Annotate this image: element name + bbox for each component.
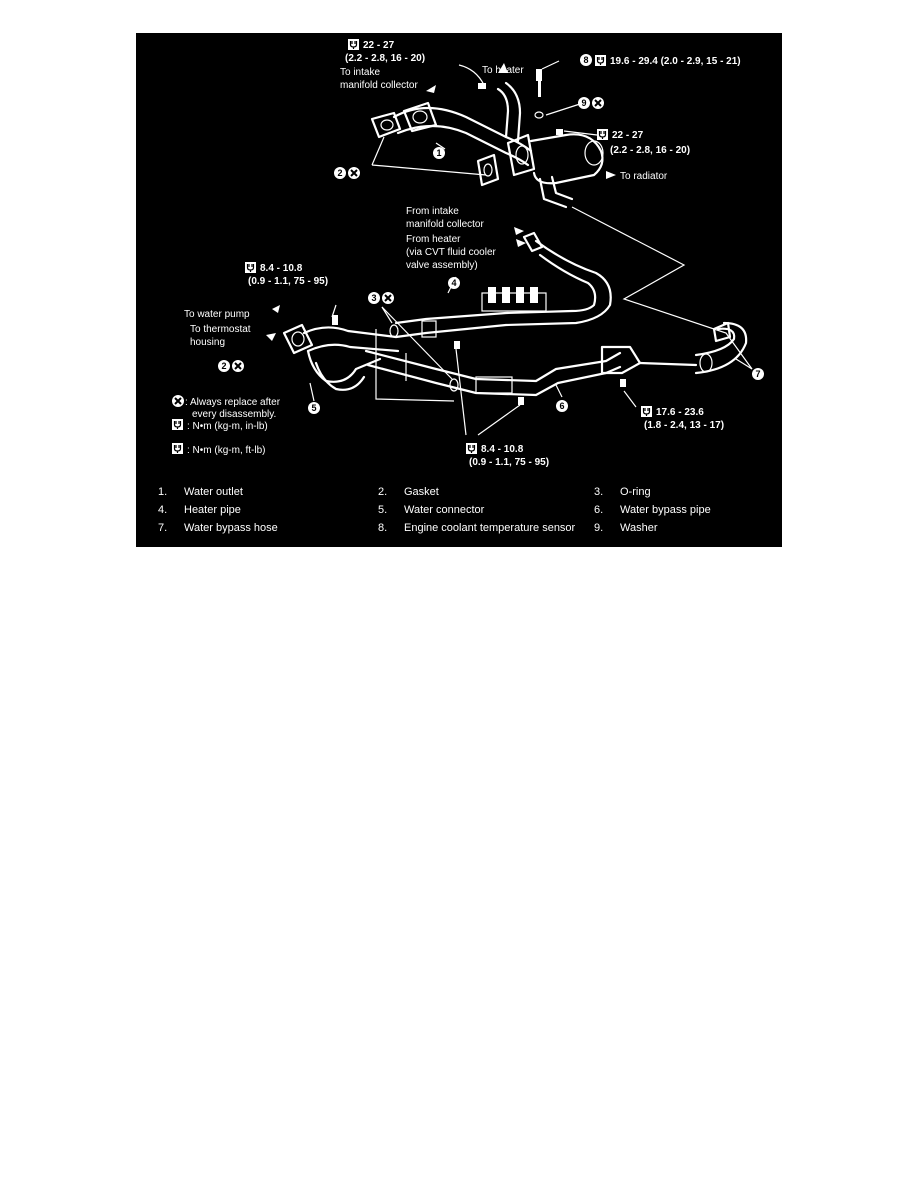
svg-text:7: 7: [755, 369, 760, 379]
torque-1-value: 22 - 27: [363, 40, 395, 51]
svg-text:4: 4: [451, 278, 456, 288]
key-nm-ft: : N•m (kg-m, ft-lb): [187, 445, 266, 456]
torque-5-detail: (0.9 - 1.1, 75 - 95): [469, 457, 549, 468]
legend-text: Engine coolant temperature sensor: [404, 522, 576, 534]
legend-text: Water outlet: [184, 486, 243, 498]
legend-num: 4.: [158, 504, 168, 516]
legend-num: 1.: [158, 486, 168, 498]
legend-num: 9.: [594, 522, 604, 534]
legend-text: Water bypass pipe: [620, 504, 711, 516]
callout-1: 1: [433, 147, 445, 159]
legend-text: Water connector: [404, 504, 485, 516]
callout-6: 6: [556, 400, 568, 412]
heater-pipe: [394, 231, 612, 339]
key-replace: : Always replace after: [185, 397, 281, 408]
torque-2-value: 19.6 - 29.4 (2.0 - 2.9, 15 - 21): [610, 56, 741, 67]
svg-text:5: 5: [311, 403, 316, 413]
svg-text:3: 3: [371, 293, 376, 303]
legend-num: 6.: [594, 504, 604, 516]
callout-2: 2: [334, 167, 346, 179]
legend-num: 5.: [378, 504, 388, 516]
legend-text: Heater pipe: [184, 504, 241, 516]
legend-row: 7. Water bypass hose 8. Engine coolant t…: [158, 519, 768, 537]
callout-7: 7: [752, 368, 764, 380]
callout-9: 9: [578, 97, 590, 109]
water-connector: [282, 315, 400, 391]
callout-5: 5: [308, 402, 320, 414]
torque-ft-icon: [640, 405, 653, 418]
cooling-pipes-diagram: 22 - 27 (2.2 - 2.8, 16 - 20) 19.6 - 29.4…: [136, 33, 782, 547]
torque-ft-icon: [347, 38, 360, 51]
legend-num: 2.: [378, 486, 388, 498]
label-to-intake-2: manifold collector: [340, 80, 418, 91]
torque-3-value: 22 - 27: [612, 130, 644, 141]
legend-text: Washer: [620, 522, 658, 534]
torque-6-detail: (1.8 - 2.4, 13 - 17): [644, 420, 724, 431]
diagram-drawing: 22 - 27 (2.2 - 2.8, 16 - 20) 19.6 - 29.4…: [171, 38, 764, 468]
water-outlet: [370, 69, 604, 209]
callout-4: 4: [448, 277, 460, 289]
svg-text:1: 1: [436, 148, 441, 158]
torque-in-key-icon: [171, 418, 184, 431]
label-to-heater: To heater: [482, 65, 524, 76]
label-to-intake-1: To intake: [340, 67, 380, 78]
callout-3: 3: [368, 292, 380, 304]
leader-lines-upper: [371, 60, 753, 370]
label-from-heater-2: (via CVT fluid cooler: [406, 247, 497, 258]
legend-text: O-ring: [620, 486, 651, 498]
svg-text:2: 2: [221, 361, 226, 371]
legend-text: Water bypass hose: [184, 522, 278, 534]
torque-ft-icon: [596, 128, 609, 141]
label-to-thermostat-2: housing: [190, 337, 225, 348]
replace-icon: [591, 96, 605, 110]
o-rings: [375, 306, 459, 402]
callout-8: 8: [580, 54, 592, 66]
torque-in-icon: [244, 261, 257, 274]
replace-key-icon: [171, 394, 185, 408]
torque-in-icon: [465, 442, 478, 455]
svg-text:6: 6: [559, 401, 564, 411]
label-to-water-pump: To water pump: [184, 309, 250, 320]
legend-text: Gasket: [404, 486, 439, 498]
callout-2b: 2: [218, 360, 230, 372]
torque-5-value: 8.4 - 10.8: [481, 444, 524, 455]
label-to-radiator: To radiator: [620, 171, 668, 182]
label-from-intake-1: From intake: [406, 206, 459, 217]
key-nm-in: : N•m (kg-m, in-lb): [187, 421, 268, 432]
torque-1-detail: (2.2 - 2.8, 16 - 20): [345, 53, 425, 64]
legend-row: 4. Heater pipe 5. Water connector 6. Wat…: [158, 501, 768, 519]
replace-icon: [347, 166, 361, 180]
svg-text:9: 9: [581, 98, 586, 108]
torque-4-value: 8.4 - 10.8: [260, 263, 303, 274]
water-bypass-hose: [694, 321, 748, 375]
torque-3-detail: (2.2 - 2.8, 16 - 20): [610, 145, 690, 156]
key-replace-2: every disassembly.: [192, 409, 276, 420]
label-to-thermostat-1: To thermostat: [190, 324, 251, 335]
svg-text:8: 8: [583, 55, 588, 65]
label-from-intake-2: manifold collector: [406, 219, 484, 230]
legend-num: 7.: [158, 522, 168, 534]
torque-4-detail: (0.9 - 1.1, 75 - 95): [248, 276, 328, 287]
flow-arrows: [266, 63, 616, 341]
legend-num: 8.: [378, 522, 388, 534]
legend-row: 1. Water outlet 2. Gasket 3. O-ring: [158, 483, 768, 501]
replace-icon: [381, 291, 395, 305]
parts-legend: 1. Water outlet 2. Gasket 3. O-ring 4. H…: [158, 483, 768, 537]
water-bypass-pipe: [364, 345, 698, 397]
replace-icon: [231, 359, 245, 373]
label-from-heater-3: valve assembly): [406, 260, 478, 271]
svg-text:2: 2: [337, 168, 342, 178]
torque-6-value: 17.6 - 23.6: [656, 407, 704, 418]
torque-ft-icon: [594, 54, 607, 67]
label-from-heater-1: From heater: [406, 234, 461, 245]
legend-num: 3.: [594, 486, 604, 498]
torque-ft-key-icon: [171, 442, 184, 455]
